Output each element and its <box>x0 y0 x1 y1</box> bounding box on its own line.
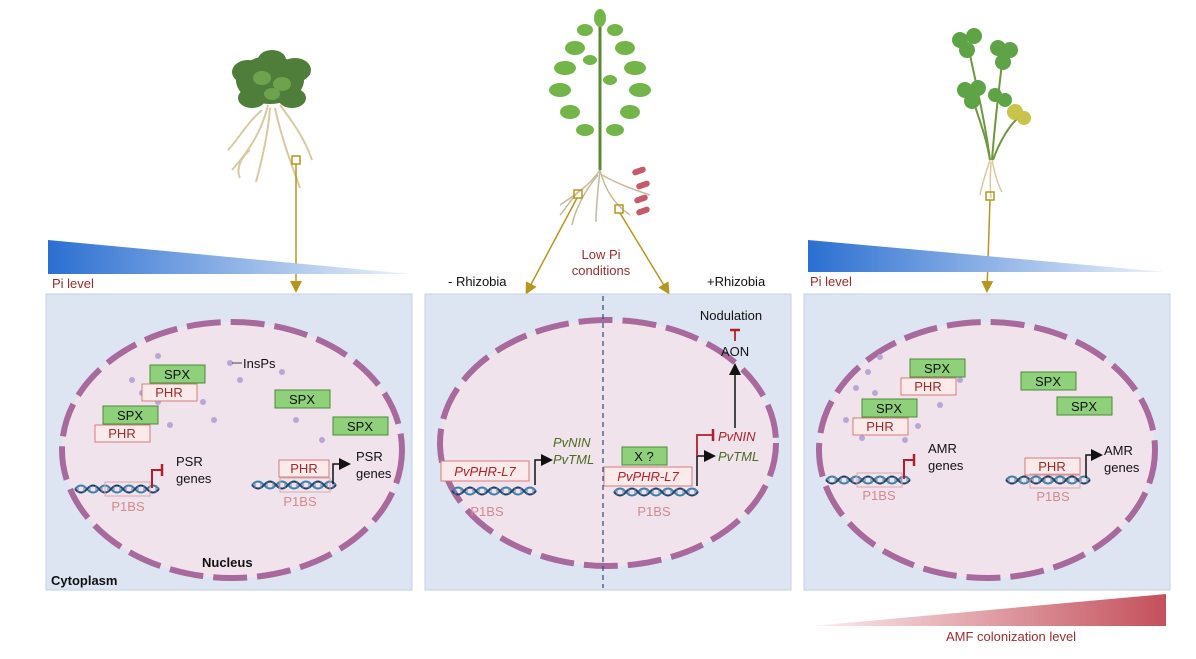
psr-genes-label-line2: genes <box>176 471 212 486</box>
phr-label: PHR <box>290 461 317 476</box>
p1bs-label-mid-1: P1BS <box>470 504 504 519</box>
root-sample-marker-mid-left <box>573 189 583 199</box>
arrow-right-to-panel <box>981 199 994 293</box>
p1bs-site-right-1 <box>856 472 903 488</box>
psr-genes-label: PSR <box>356 449 383 464</box>
phr-box-left-1 <box>141 383 198 402</box>
pvnin-label-minus: PvNIN <box>553 435 591 450</box>
psr-inhibition-symbol <box>151 469 162 488</box>
p1bs-label-mid-2: P1BS <box>637 504 671 519</box>
aon-label: AON <box>721 344 749 359</box>
phr-box-right-3 <box>1024 457 1081 476</box>
p1bs-label-right-1: P1BS <box>862 488 896 503</box>
nucleus-left <box>59 319 405 581</box>
p1bs-label-left-2: P1BS <box>283 494 317 509</box>
pvphr-box-plus <box>603 466 693 487</box>
amf-colonization-gradient <box>812 594 1166 626</box>
spx-box-right-4 <box>1056 396 1113 416</box>
spx-box-left-2 <box>102 405 159 425</box>
phr-label: PHR <box>866 419 893 434</box>
amf-colonization-label: AMF colonization level <box>946 629 1076 644</box>
pvtml-label-minus: PvTML <box>553 452 594 467</box>
low-pi-label: Low Pi <box>581 247 620 262</box>
phr-box-right-2 <box>852 417 909 436</box>
minus-rhizobia-label: - Rhizobia <box>448 274 507 289</box>
pvtml-label-plus: PvTML <box>718 449 759 464</box>
amr-genes-label: AMR <box>1104 443 1133 458</box>
phr-box-right-1 <box>900 377 957 396</box>
arrow-to-minus-rhizobia <box>525 197 578 295</box>
plus-rhizobia-label: +Rhizobia <box>707 274 766 289</box>
phr-label: PHR <box>914 379 941 394</box>
spx-box-right-2 <box>861 398 918 418</box>
insps-label: InsPs <box>243 356 276 371</box>
spx-label: SPX <box>924 361 950 376</box>
amr-genes-label: AMR <box>928 441 957 456</box>
amr-inhibition-symbol <box>903 459 914 479</box>
p1bs-site-right-2 <box>1029 473 1081 489</box>
spx-label: SPX <box>117 408 143 423</box>
psr-genes-label-line2: genes <box>356 466 392 481</box>
spx-label: SPX <box>164 367 190 382</box>
clover-plant-icon <box>952 28 1031 199</box>
arrow-to-plus-rhizobia <box>619 212 670 295</box>
p1bs-site-left-2 <box>279 477 331 493</box>
phr-label: PHR <box>1038 459 1065 474</box>
cytoplasm-label: Cytoplasm <box>51 573 117 588</box>
spx-label: SPX <box>347 419 373 434</box>
phr-label: PHR <box>155 385 182 400</box>
pi-level-gradient-left <box>48 240 410 274</box>
spx-label: SPX <box>876 401 902 416</box>
pi-level-gradient-right <box>808 240 1165 272</box>
spx-box-right-3 <box>1020 371 1077 391</box>
activation-arrow-mid-1 <box>534 454 553 485</box>
nucleus-label: Nucleus <box>202 555 253 570</box>
pi-level-label-left: Pi level <box>52 276 94 291</box>
spx-box-left-4 <box>332 416 389 436</box>
x-unknown-box <box>621 446 668 466</box>
spx-label: SPX <box>1035 374 1061 389</box>
amr-activation-arrow <box>1085 449 1103 478</box>
phr-box-left-2 <box>94 424 151 443</box>
pvphr-label: PvPHR-L7 <box>454 464 516 479</box>
spx-box-right-1 <box>909 358 966 378</box>
bean-plant-icon <box>549 9 651 226</box>
rosette-plant-icon <box>227 50 313 189</box>
spx-label: SPX <box>289 392 315 407</box>
psr-activation-arrow <box>332 458 351 484</box>
nodulation-label: Nodulation <box>700 308 762 323</box>
pvnin-label-plus: PvNIN <box>718 429 756 444</box>
spx-box-left-3 <box>274 389 331 409</box>
amr-genes-label-line2: genes <box>1104 460 1140 475</box>
pvnin-inhibition-symbol <box>696 434 713 456</box>
p1bs-site-left-1 <box>104 481 151 497</box>
root-sample-marker-mid-right <box>614 204 624 214</box>
pvphr-box-minus <box>440 460 530 482</box>
spx-label: SPX <box>1071 399 1097 414</box>
p1bs-label-left-1: P1BS <box>111 499 145 514</box>
spx-box-left-1 <box>149 364 206 384</box>
psr-genes-label: PSR <box>176 454 203 469</box>
x-unknown-label: X ? <box>634 449 654 464</box>
p1bs-label-right-2: P1BS <box>1036 489 1070 504</box>
pvphr-label: PvPHR-L7 <box>617 469 679 484</box>
phr-box-left-3 <box>278 459 330 478</box>
root-sample-marker-left <box>291 155 301 165</box>
phr-label: PHR <box>108 426 135 441</box>
low-pi-label-line2: conditions <box>572 263 631 278</box>
amr-genes-label-line2: genes <box>928 458 964 473</box>
pi-level-label-right: Pi level <box>810 274 852 289</box>
nucleus-middle <box>437 317 779 569</box>
